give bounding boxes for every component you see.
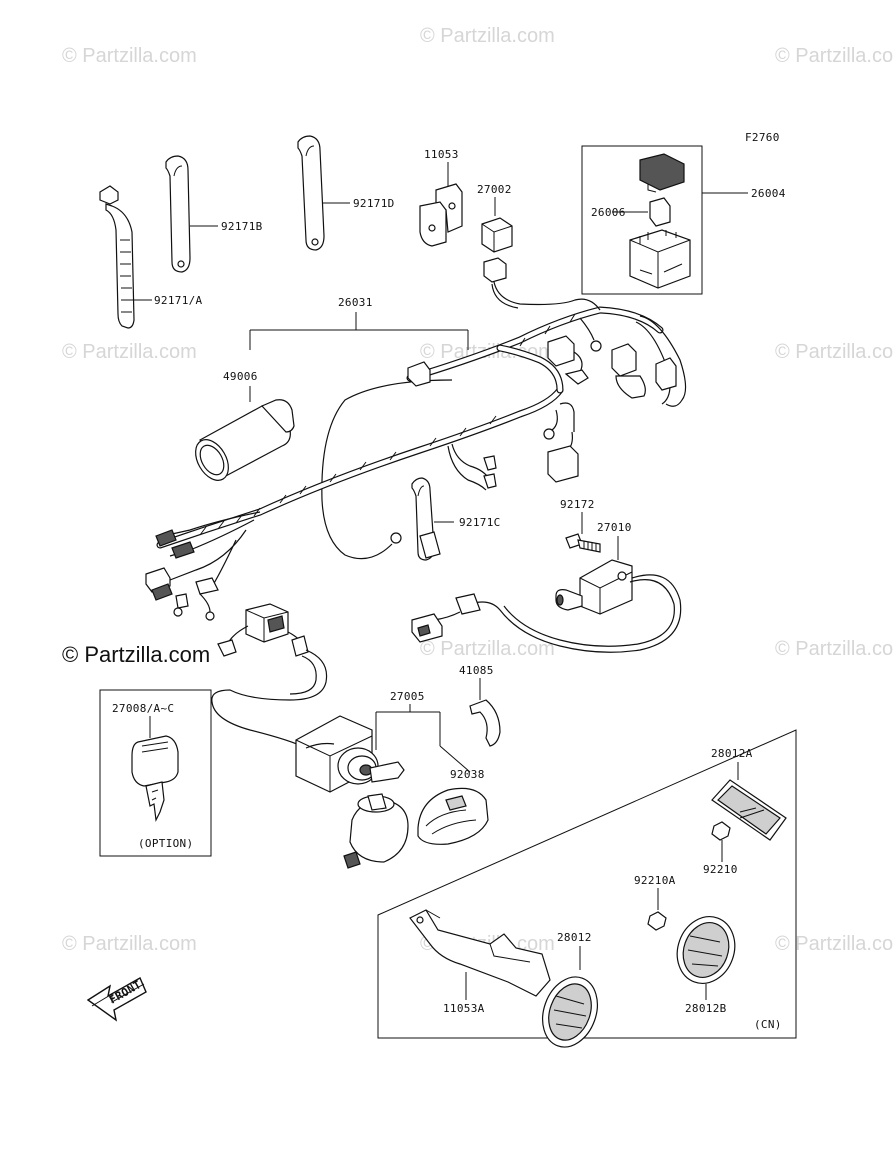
watermark: © Partzilla.com <box>775 341 894 363</box>
part-label-92171c[interactable]: 92171C <box>459 516 501 529</box>
bolt-92172[interactable] <box>565 533 601 553</box>
watermark: © Partzilla.com <box>420 638 555 660</box>
clamp-92171d[interactable] <box>297 135 325 251</box>
watermark: © Partzilla.com <box>775 933 894 955</box>
part-label-49006[interactable]: 49006 <box>223 370 258 383</box>
fuse-26006[interactable] <box>649 197 671 227</box>
plate-41085[interactable] <box>469 699 501 747</box>
bracket-11053a[interactable] <box>409 909 551 997</box>
detail-box-cn <box>377 729 797 1039</box>
part-label-28012[interactable]: 28012 <box>557 931 592 944</box>
clamp-92171b[interactable] <box>165 155 191 273</box>
cable-tie-92171a[interactable] <box>99 185 135 329</box>
ignition-switch-27005[interactable] <box>295 715 405 818</box>
relay-block-26004[interactable] <box>629 229 691 289</box>
part-label-92171d[interactable]: 92171D <box>353 197 395 210</box>
part-label-92210a[interactable]: 92210A <box>634 874 676 887</box>
part-label-26031[interactable]: 26031 <box>338 296 373 309</box>
switch-27010[interactable] <box>411 559 682 653</box>
reflector-28012b[interactable] <box>668 908 744 991</box>
part-label-28012a[interactable]: 28012A <box>711 747 753 760</box>
part-label-27002[interactable]: 27002 <box>477 183 512 196</box>
watermark: © Partzilla.com <box>775 45 894 67</box>
part-label-92171b[interactable]: 92171B <box>221 220 263 233</box>
reflector-28012[interactable] <box>533 969 606 1054</box>
leader-bracket <box>249 312 469 350</box>
front-arrow-icon: FRONT <box>86 977 147 1022</box>
watermark: © Partzilla.com <box>62 341 197 363</box>
cn-note: (CN) <box>754 1018 782 1031</box>
watermark: © Partzilla.com <box>420 25 555 47</box>
detail-box-27008 <box>99 689 212 857</box>
watermark-main: © Partzilla.com <box>62 642 210 667</box>
nut-92210[interactable] <box>711 821 731 841</box>
wiring-harness-26031[interactable] <box>145 281 687 749</box>
part-label-92210[interactable]: 92210 <box>703 863 738 876</box>
relay-27002[interactable] <box>481 217 513 283</box>
part-label-28012b[interactable]: 28012B <box>685 1002 727 1015</box>
relay-cover-26004[interactable] <box>639 153 685 193</box>
part-label-41085[interactable]: 41085 <box>459 664 494 677</box>
watermark: © Partzilla.com <box>775 638 894 660</box>
part-label-92172[interactable]: 92172 <box>560 498 595 511</box>
bracket-11053[interactable] <box>419 183 463 247</box>
key-27008[interactable] <box>131 735 179 823</box>
key-cap-27005[interactable] <box>343 793 409 869</box>
reflector-28012a[interactable] <box>711 779 787 841</box>
part-label-11053a[interactable]: 11053A <box>443 1002 485 1015</box>
cap-92038[interactable] <box>417 787 489 845</box>
part-label-92038[interactable]: 92038 <box>450 768 485 781</box>
figure-code: F2760 <box>745 131 780 144</box>
cover-49006[interactable] <box>189 399 295 486</box>
nut-92210a[interactable] <box>647 911 667 931</box>
part-label-11053[interactable]: 11053 <box>424 148 459 161</box>
part-label-26006[interactable]: 26006 <box>591 206 626 219</box>
part-label-27010[interactable]: 27010 <box>597 521 632 534</box>
watermark: © Partzilla.com <box>62 45 197 67</box>
clamp-92171c[interactable] <box>411 477 441 561</box>
leader-bracket <box>375 704 441 750</box>
leader-line <box>439 745 471 773</box>
part-label-92171a[interactable]: 92171/A <box>154 294 203 307</box>
part-label-27008[interactable]: 27008/A~C <box>112 702 174 715</box>
watermark: © Partzilla.com <box>62 933 197 955</box>
option-note: (OPTION) <box>138 837 193 850</box>
detail-box-26004 <box>581 145 703 295</box>
part-label-26004[interactable]: 26004 <box>751 187 786 200</box>
part-label-27005[interactable]: 27005 <box>390 690 425 703</box>
